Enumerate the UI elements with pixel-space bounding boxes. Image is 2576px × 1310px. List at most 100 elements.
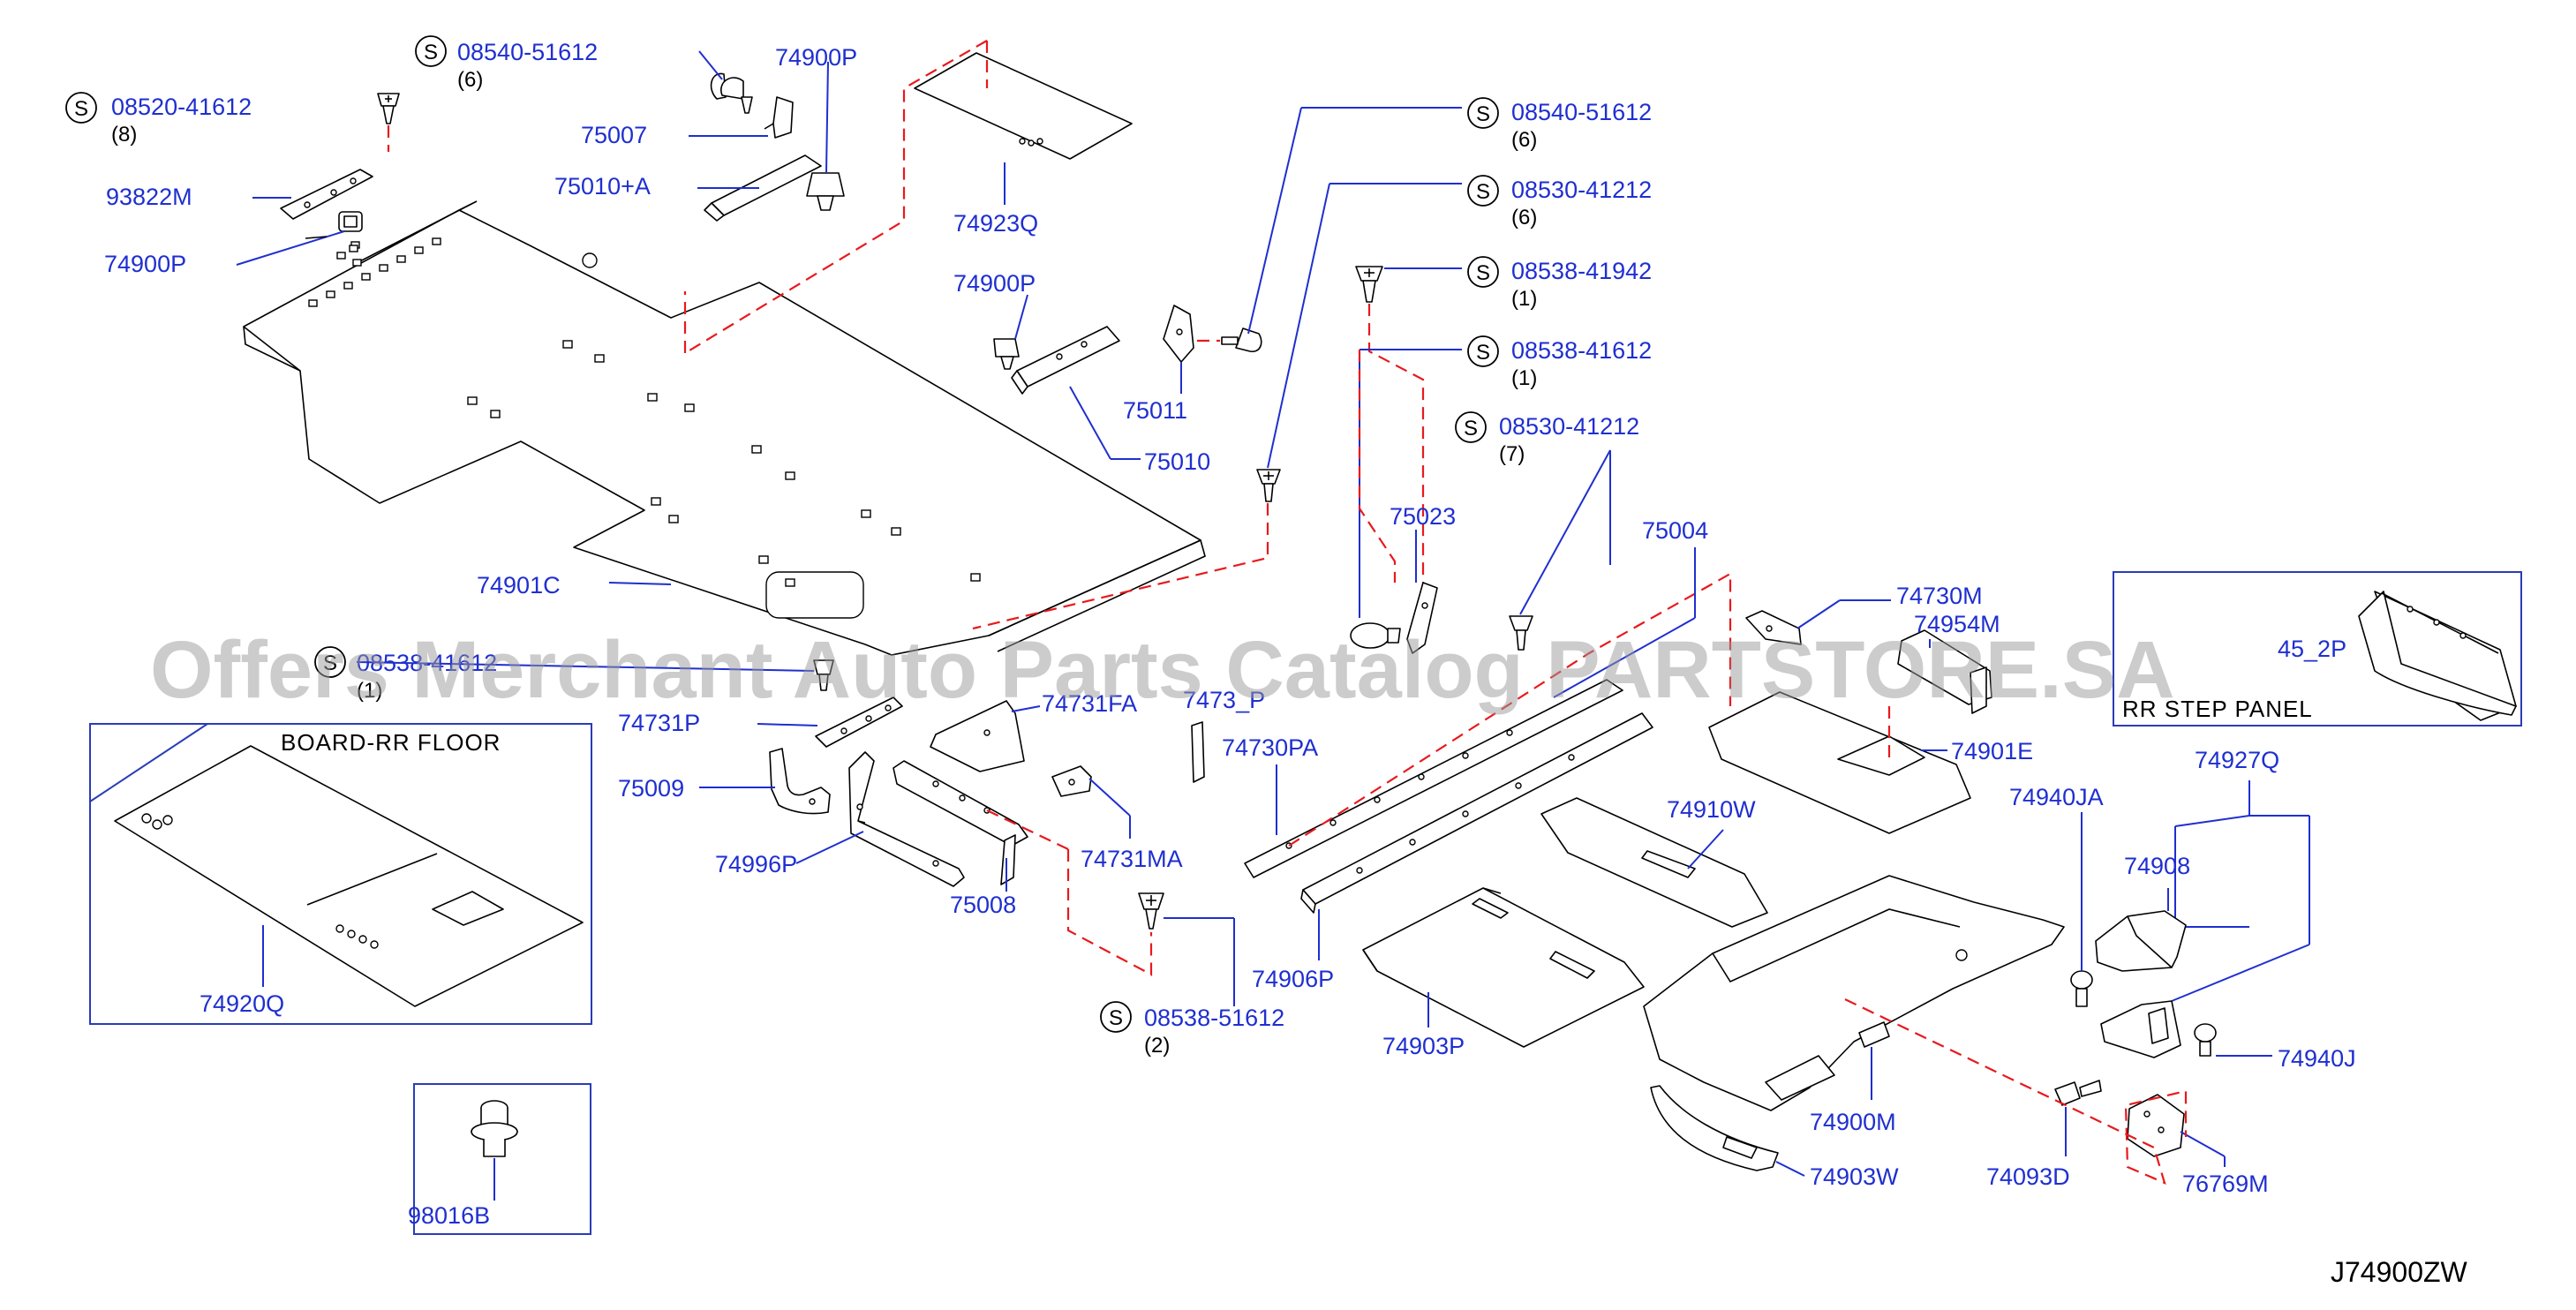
fastener-4-number[interactable]: 08530-41212 <box>1511 177 1652 203</box>
fastener-3-number[interactable]: 08540-51612 <box>1511 99 1652 125</box>
label-75011[interactable]: 75011 <box>1123 397 1187 424</box>
label-74900P-left[interactable]: 74900P <box>104 251 186 277</box>
bracket-93822M <box>280 169 373 220</box>
label-74731P[interactable]: 74731P <box>618 710 700 736</box>
standard-part-symbol: S <box>1464 417 1478 440</box>
rail-74906P-upper <box>1244 679 1623 878</box>
standard-part-symbol: S <box>424 41 438 64</box>
bracket-74927Q <box>2100 1000 2181 1058</box>
label-74940JA[interactable]: 74940JA <box>2009 784 2104 810</box>
fastener-callout-3[interactable]: S 08540-51612 (6) <box>1467 97 1652 152</box>
label-75008[interactable]: 75008 <box>950 892 1016 918</box>
bracket-7473xP <box>1191 721 1205 783</box>
rail-74906P-lower <box>1300 712 1653 914</box>
label-74910W[interactable]: 74910W <box>1667 796 1756 823</box>
label-75009[interactable]: 75009 <box>618 775 684 802</box>
label-74908[interactable]: 74908 <box>2124 853 2190 879</box>
fastener-1-qty: (6) <box>457 68 483 92</box>
label-74730PA[interactable]: 74730PA <box>1222 734 1318 761</box>
bracket-75023 <box>1406 582 1438 654</box>
label-7473_P[interactable]: 7473_P <box>1183 687 1265 713</box>
bracket-74731MA <box>1051 765 1092 797</box>
mat-74910W <box>1540 797 1768 928</box>
label-75010[interactable]: 75010 <box>1144 448 1210 475</box>
bracket-74996P <box>848 751 965 887</box>
label-74920Q[interactable]: 74920Q <box>200 990 284 1017</box>
label-74901C[interactable]: 74901C <box>477 572 561 599</box>
watermark: Offers Merchant Auto Parts Catalog PARTS… <box>150 625 2175 715</box>
bracket-75011 <box>1163 305 1194 363</box>
bolt-74940JA <box>2070 970 2093 1007</box>
fastener-2-number[interactable]: 08520-41612 <box>111 94 252 120</box>
standard-part-symbol: S <box>1476 341 1490 365</box>
rr-step-panel-title: RR STEP PANEL <box>2122 696 2313 722</box>
screw-08530-41212-b <box>1509 615 1533 651</box>
label-74906P[interactable]: 74906P <box>1252 966 1334 992</box>
label-74940J[interactable]: 74940J <box>2278 1045 2356 1072</box>
label-74954M[interactable]: 74954M <box>1914 611 2000 637</box>
label-74927Q[interactable]: 74927Q <box>2195 747 2279 773</box>
fastener-1-number[interactable]: 08540-51612 <box>457 39 598 65</box>
label-74901E[interactable]: 74901E <box>1951 738 2033 764</box>
label-75010A[interactable]: 75010+A <box>554 173 651 200</box>
screw-08538-51612 <box>1138 892 1164 930</box>
board-rr-floor-inset: BOARD-RR FLOOR 74920Q <box>89 723 592 1025</box>
diagram-code: J74900ZW <box>2331 1256 2468 1288</box>
clip-98016B <box>471 1100 518 1157</box>
label-75007[interactable]: 75007 <box>581 122 647 148</box>
label-74093D[interactable]: 74093D <box>1986 1163 2070 1190</box>
label-75023[interactable]: 75023 <box>1390 503 1456 530</box>
screw-08530-41212-a <box>1256 469 1281 502</box>
board-rr-floor-title: BOARD-RR FLOOR <box>281 729 501 756</box>
clip-75023-b <box>1350 622 1401 649</box>
clip-74900P-top-right <box>806 172 845 211</box>
fastener-4-qty: (6) <box>1511 206 1537 230</box>
label-74900P-mid[interactable]: 74900P <box>953 270 1036 297</box>
fastener-callout-6[interactable]: S 08538-41612 (1) <box>1467 335 1652 390</box>
fastener-callout-7[interactable]: S 08530-41212 (7) <box>1455 411 1639 466</box>
label-98016B[interactable]: 98016B <box>408 1202 490 1229</box>
bracket-74731FA <box>930 700 1025 772</box>
label-93822M[interactable]: 93822M <box>106 184 192 210</box>
fastener-5-number[interactable]: 08538-41942 <box>1511 258 1652 284</box>
screw-08520-41612 <box>377 93 400 124</box>
bolt-74093D <box>2054 1080 2102 1106</box>
fastener-9-number[interactable]: 08538-51612 <box>1144 1005 1284 1031</box>
fastener-callout-2[interactable]: S 08520-41612 (8) <box>65 92 252 147</box>
label-74923Q[interactable]: 74923Q <box>953 210 1038 237</box>
fastener-8-qty: (1) <box>357 679 382 703</box>
label-74900M[interactable]: 74900M <box>1810 1109 1896 1135</box>
rr-step-panel-inset: RR STEP PANEL 45_2P <box>2113 571 2522 727</box>
standard-part-symbol: S <box>1109 1006 1123 1030</box>
standard-part-symbol: S <box>1476 180 1490 204</box>
bracket-75008 <box>893 760 1028 885</box>
rail-75010 <box>1011 326 1120 395</box>
label-76769M[interactable]: 76769M <box>2182 1171 2269 1197</box>
fastener-9-qty: (2) <box>1144 1034 1170 1058</box>
cover-74908 <box>2095 910 2187 972</box>
fastener-7-number[interactable]: 08530-41212 <box>1499 413 1639 440</box>
fastener-5-qty: (1) <box>1511 287 1537 311</box>
label-75004[interactable]: 75004 <box>1642 517 1708 544</box>
standard-part-symbol: S <box>74 97 88 121</box>
clip-74900P-mid <box>993 338 1020 370</box>
screw-08540-51612-right <box>1221 328 1262 352</box>
standard-part-symbol: S <box>1476 261 1490 285</box>
label-74900P-top[interactable]: 74900P <box>775 44 857 71</box>
label-74903W[interactable]: 74903W <box>1810 1163 1899 1190</box>
fastener-callout-5[interactable]: S 08538-41942 (1) <box>1467 256 1652 311</box>
label-45_2P[interactable]: 45_2P <box>2278 636 2346 662</box>
fastener-callout-4[interactable]: S 08530-41212 (6) <box>1467 175 1652 230</box>
label-74903P[interactable]: 74903P <box>1382 1033 1465 1059</box>
label-74731FA[interactable]: 74731FA <box>1042 690 1137 717</box>
label-74730M[interactable]: 74730M <box>1896 583 1983 609</box>
fastener-callout-8[interactable]: S 08538-41612 (1) <box>314 646 497 703</box>
screw-08538-41942 <box>1355 266 1383 303</box>
label-74731MA[interactable]: 74731MA <box>1081 846 1183 872</box>
fastener-8-number[interactable]: 08538-41612 <box>357 650 497 676</box>
fastener-callout-9[interactable]: S 08538-51612 (2) <box>1100 1001 1284 1058</box>
label-74996P[interactable]: 74996P <box>715 851 797 877</box>
fastener-6-number[interactable]: 08538-41612 <box>1511 337 1652 364</box>
floor-panel-74901E <box>1708 691 1971 834</box>
fastener-callout-1[interactable]: S 08540-51612 (6) <box>415 35 598 92</box>
